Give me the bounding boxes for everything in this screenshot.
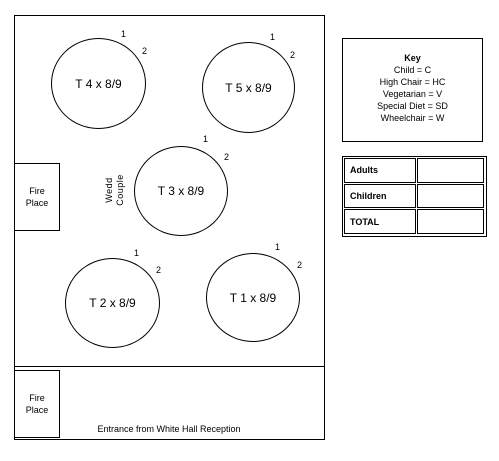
table-t2[interactable]: T 2 x 8/9	[65, 258, 160, 348]
table-t3[interactable]: T 3 x 8/9	[134, 146, 228, 236]
guest-count-table: Adults Children TOTAL	[342, 156, 487, 237]
table-t1-label: T 1 x 8/9	[229, 290, 277, 305]
fireplace-lower: Fire Place	[14, 370, 60, 438]
table-t5[interactable]: T 5 x 8/9	[202, 42, 295, 133]
count-value-total[interactable]	[417, 209, 484, 234]
fireplace-lower-label: Fire Place	[26, 392, 49, 416]
entrance-divider	[14, 366, 325, 367]
table-t2-seat-1: 1	[134, 248, 140, 258]
table-t4-seat-1: 1	[121, 29, 127, 39]
count-label-total: TOTAL	[344, 209, 416, 234]
fireplace-lower-line2: Place	[25, 405, 49, 415]
key-item-special-diet: Special Diet = SD	[377, 101, 448, 111]
fireplace-upper-line2: Place	[25, 198, 49, 208]
fireplace-lower-line1: Fire	[29, 393, 45, 403]
count-label-children: Children	[344, 183, 416, 209]
key-title: Key	[404, 53, 421, 63]
table-t1-seat-1: 1	[275, 242, 281, 252]
key-item-vegetarian: Vegetarian = V	[382, 89, 443, 99]
entrance-label: Entrance from White Hall Reception	[97, 424, 241, 434]
table-t3-label: T 3 x 8/9	[157, 184, 205, 198]
table-t5-label: T 5 x 8/9	[225, 80, 272, 95]
count-label-adults: Adults	[344, 158, 416, 183]
count-value-adults[interactable]	[417, 158, 484, 183]
table-t2-seat-2: 2	[156, 265, 162, 275]
wedding-couple-line2: Couple	[115, 174, 125, 206]
table-t4-label: T 4 x 8/9	[75, 76, 122, 91]
wedding-couple-line1: Wedd	[104, 177, 114, 203]
fireplace-upper-label: Fire Place	[26, 185, 49, 209]
key-legend: Key Child = C High Chair = HC Vegetarian…	[342, 38, 483, 142]
key-item-wheelchair: Wheelchair = W	[380, 113, 445, 123]
wedding-couple-label: Wedd Couple	[98, 168, 132, 212]
table-t5-seat-1: 1	[270, 32, 276, 42]
key-item-high-chair: High Chair = HC	[379, 77, 446, 87]
table-t5-seat-2: 2	[290, 50, 296, 60]
table-t3-seat-1: 1	[203, 134, 209, 144]
table-t2-label: T 2 x 8/9	[89, 296, 136, 310]
table-t1[interactable]: T 1 x 8/9	[206, 253, 300, 342]
fireplace-upper-line1: Fire	[29, 186, 45, 196]
count-value-children[interactable]	[417, 183, 484, 209]
key-item-child: Child = C	[393, 65, 432, 75]
table-t4[interactable]: T 4 x 8/9	[51, 38, 146, 129]
table-t4-seat-2: 2	[142, 46, 148, 56]
table-t3-seat-2: 2	[224, 152, 230, 162]
table-t1-seat-2: 2	[297, 260, 303, 270]
fireplace-upper: Fire Place	[14, 163, 60, 231]
